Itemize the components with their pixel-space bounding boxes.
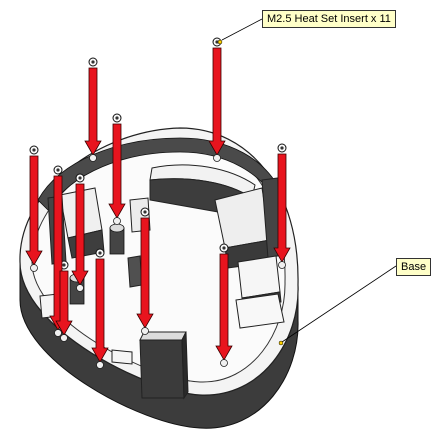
- insert-target-hole: [76, 284, 84, 292]
- leader-dot-inserts: [217, 39, 223, 45]
- insert-hole: [62, 263, 66, 267]
- leader-line-inserts: [221, 18, 263, 41]
- insert-hole: [280, 146, 284, 150]
- down-arrow-icon: [208, 47, 226, 156]
- insert-target-hole: [141, 327, 149, 335]
- insert-target-hole: [60, 334, 68, 342]
- insert-hole: [91, 60, 95, 64]
- down-arrow-icon: [71, 183, 89, 286]
- insert-hole: [56, 168, 60, 172]
- standoff-top: [109, 223, 125, 233]
- insert-target-hole: [113, 217, 121, 225]
- down-arrow-icon: [55, 270, 73, 336]
- insert-target-hole: [96, 361, 104, 369]
- insert-hole: [98, 251, 102, 255]
- insert-hole: [32, 148, 36, 152]
- down-arrow-icon: [84, 67, 102, 156]
- callout-base: Base: [396, 258, 432, 276]
- insert-target-hole: [89, 154, 97, 162]
- leader-dot-base: [278, 340, 284, 346]
- insert-target-hole: [278, 261, 286, 269]
- down-arrow-icon: [91, 258, 109, 363]
- down-arrow-icon: [25, 155, 43, 266]
- down-arrow-icon: [273, 153, 291, 263]
- insert-hole: [143, 210, 147, 214]
- callout-heat-set-inserts: M2.5 Heat Set Insert x 11: [262, 10, 396, 28]
- insert-hole: [115, 116, 119, 120]
- insert-hole: [215, 40, 219, 44]
- interior-walls: [39, 164, 285, 400]
- insert-target-hole: [54, 329, 62, 337]
- leader-line-base: [281, 265, 397, 343]
- down-arrow-icon: [108, 123, 126, 219]
- down-arrow-icon: [136, 217, 154, 329]
- insert-hole: [78, 176, 82, 180]
- insertion-arrows: [25, 47, 291, 369]
- down-arrow-icon: [215, 253, 233, 361]
- insert-target-hole: [213, 154, 221, 162]
- insert-target-hole: [220, 359, 228, 367]
- insert-hole: [222, 246, 226, 250]
- insert-target-hole: [30, 264, 38, 272]
